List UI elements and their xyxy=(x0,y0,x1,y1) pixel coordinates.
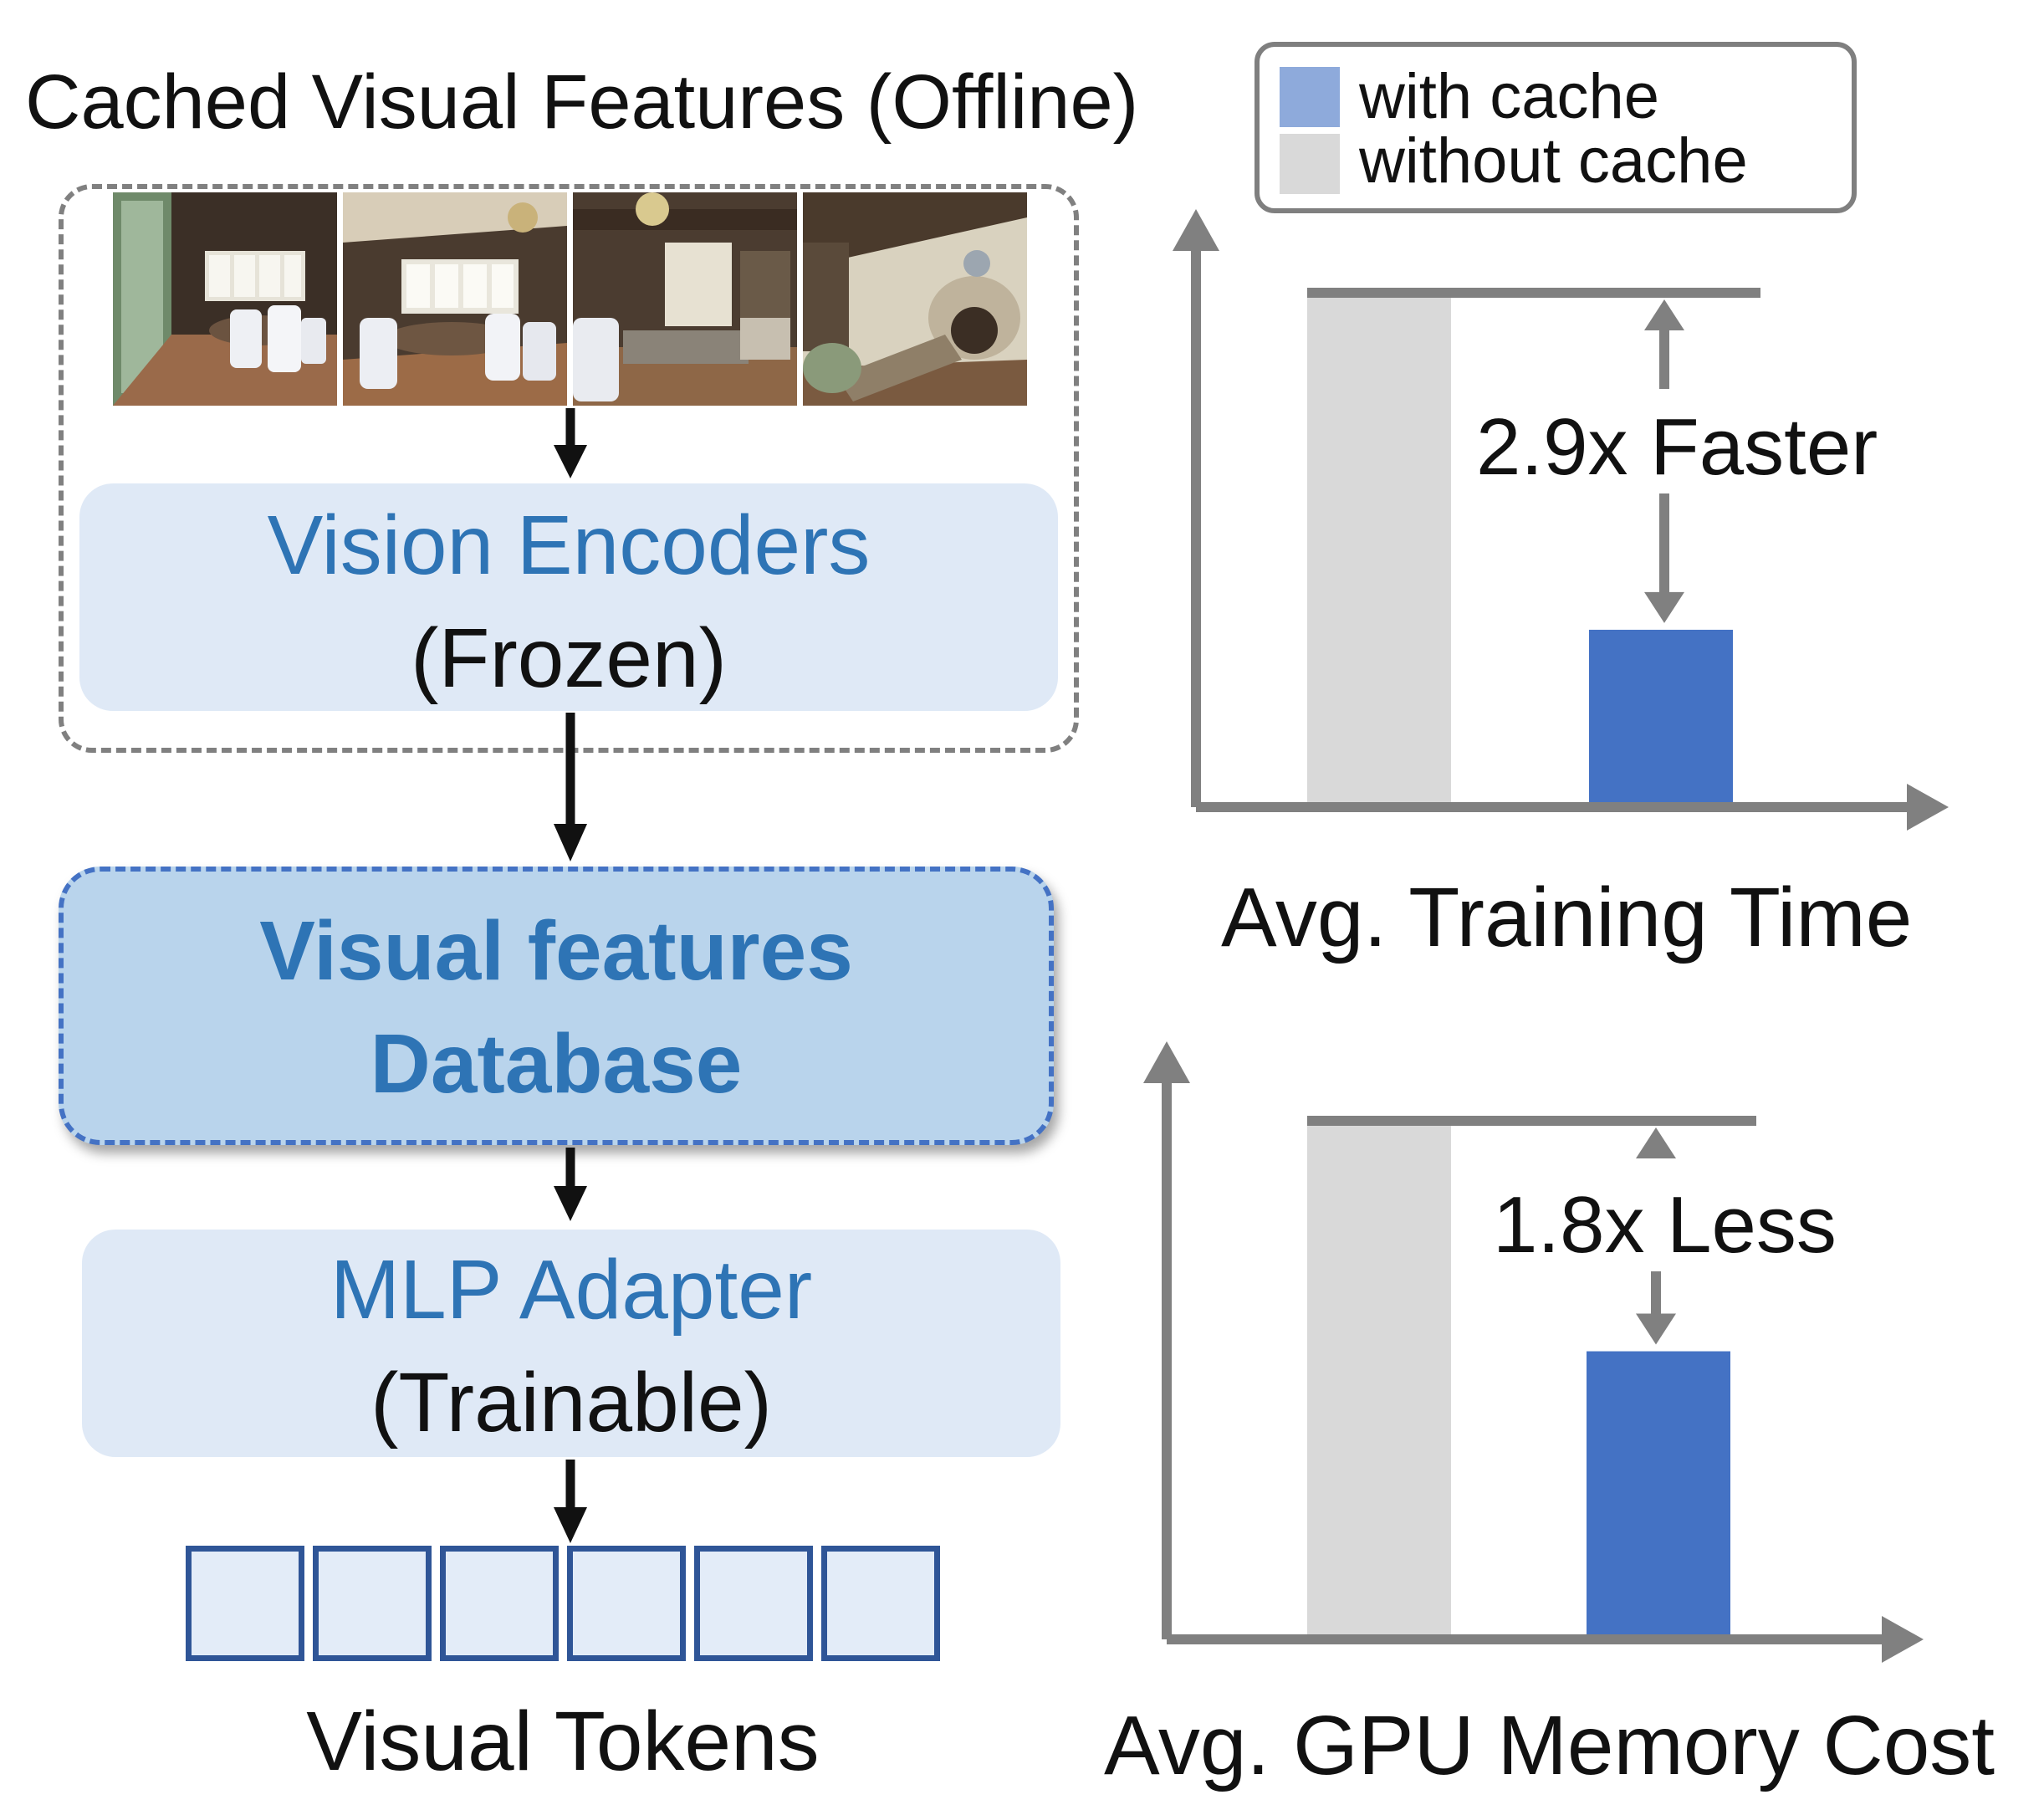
vision-encoders-label: Vision Encoders xyxy=(267,499,871,592)
chart2-x-axis-head xyxy=(1882,1616,1924,1663)
chart2-bar-without-cache xyxy=(1307,1121,1451,1639)
legend-label-without-cache: without cache xyxy=(1359,125,1748,197)
visual-token xyxy=(821,1546,940,1661)
visual-tokens-label: Visual Tokens xyxy=(306,1695,820,1788)
arrow-head xyxy=(554,445,587,478)
visual-token xyxy=(694,1546,813,1661)
room-image-3 xyxy=(573,192,797,406)
mlp-adapter-label: MLP Adapter xyxy=(330,1243,813,1337)
chart1-bar-without-cache xyxy=(1307,293,1451,807)
chart2-xlabel: Avg. GPU Memory Cost xyxy=(1104,1699,1995,1792)
arrow-head xyxy=(554,1186,587,1221)
chart1-y-axis-head xyxy=(1173,209,1219,251)
vision-encoders-box xyxy=(79,483,1058,711)
chart2-gap-arrow-head-up xyxy=(1636,1127,1676,1158)
chart1-x-axis-head xyxy=(1907,784,1949,831)
mlp-adapter-box xyxy=(82,1230,1060,1457)
chart2-gap-arrow-head-down xyxy=(1636,1313,1676,1345)
frozen-label: (Frozen) xyxy=(411,611,727,705)
chart2-bar-with-cache xyxy=(1587,1351,1730,1639)
arrow-head xyxy=(554,824,587,862)
visual-token xyxy=(567,1546,686,1661)
room-image-1 xyxy=(113,192,337,406)
visual-features-database-box xyxy=(59,867,1054,1145)
legend-label-with-cache: with cache xyxy=(1359,61,1660,132)
visual-token xyxy=(186,1546,304,1661)
chart1-annotation: 2.9x Faster xyxy=(1476,401,1878,493)
chart1-xlabel: Avg. Training Time xyxy=(1221,871,1913,964)
visual-token xyxy=(313,1546,432,1661)
database-label-line1: Visual features xyxy=(259,904,853,998)
legend xyxy=(1255,42,1857,213)
arrow-head xyxy=(554,1507,587,1543)
room-image-4 xyxy=(803,192,1027,406)
database-label-line2: Database xyxy=(370,1017,743,1111)
legend-swatch-without-cache xyxy=(1280,134,1340,194)
chart1-bar-with-cache xyxy=(1589,629,1733,807)
chart2-y-axis-head xyxy=(1143,1041,1190,1083)
visual-token xyxy=(440,1546,559,1661)
chart1-gap-arrow-head-down xyxy=(1644,591,1684,623)
cache-title: Cached Visual Features (Offline) xyxy=(25,59,1139,145)
chart2-annotation: 1.8x Less xyxy=(1493,1179,1837,1271)
chart1-gap-arrow-head-up xyxy=(1644,299,1684,330)
room-image-2 xyxy=(343,192,567,406)
legend-swatch-with-cache xyxy=(1280,67,1340,127)
trainable-label: (Trainable) xyxy=(370,1356,772,1450)
